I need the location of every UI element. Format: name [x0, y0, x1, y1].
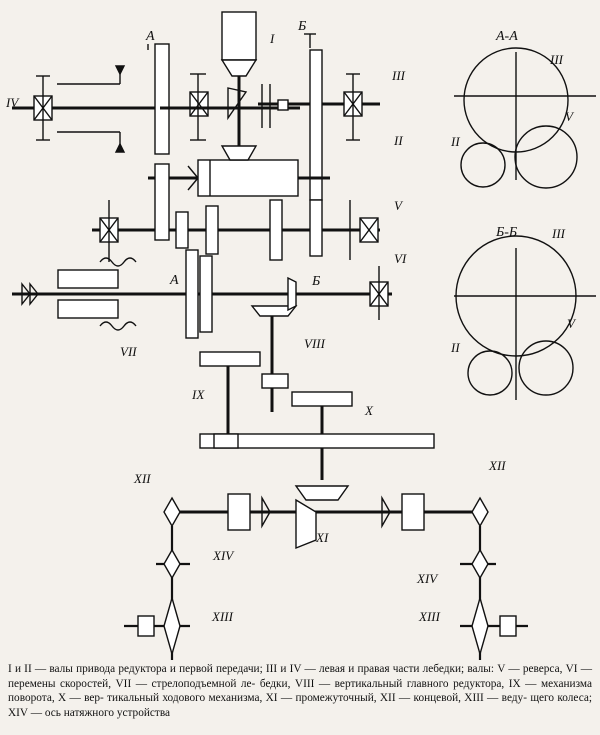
label-XII-left: XII — [133, 471, 151, 486]
label-X: X — [364, 403, 374, 418]
label-III-section-bb: III — [551, 226, 566, 241]
label-II-section-bb: II — [450, 340, 460, 355]
label-II: II — [393, 133, 403, 148]
label-XIII-right: XIII — [418, 609, 441, 624]
label-XIV-left: XIV — [212, 548, 235, 563]
label-XIV-right: XIV — [416, 571, 439, 586]
label-VII: VII — [120, 344, 137, 359]
section-mark-a-bottom: A — [169, 273, 179, 288]
label-V: V — [394, 198, 404, 213]
section-mark-b-top: Б — [297, 19, 306, 34]
label-I: I — [269, 31, 275, 46]
caption-line-5: щего колеса; XIV — ось натяжного устройс… — [8, 692, 593, 719]
label-VIII: VIII — [304, 336, 326, 351]
label-III-section-aa: III — [549, 52, 564, 67]
label-VI: VI — [394, 251, 407, 266]
section-title-bb: Б-Б — [495, 225, 517, 240]
label-V-section-aa: V — [565, 109, 575, 124]
label-XI: XI — [315, 530, 329, 545]
caption-line-3: бедки, VIII — вертикальный главного реду… — [8, 677, 592, 705]
figure-caption: I и II — валы привода редуктора и первой… — [8, 662, 592, 720]
label-XII-right: XII — [488, 458, 506, 473]
section-mark-b-bottom: Б — [311, 274, 320, 289]
caption-line-1: I и II — валы привода редуктора и первой… — [8, 663, 420, 675]
caption-line-2: лебедки; валы: V — реверса, VI — перемен… — [8, 663, 592, 690]
label-III: III — [391, 68, 406, 83]
label-XIII-left: XIII — [211, 609, 234, 624]
section-mark-a-top: A — [145, 29, 155, 44]
kinematic-scheme: I II III IV V VI VII VIII IX X XI XII XI… — [5, 11, 596, 660]
label-IV: IV — [5, 95, 20, 110]
section-title-aa: А-А — [495, 29, 518, 44]
label-II-section-aa: II — [450, 134, 460, 149]
label-V-section-bb: V — [567, 316, 577, 331]
label-IX: IX — [191, 387, 205, 402]
caption-line-4: тикальный ходового механизма, XI — проме… — [107, 692, 527, 704]
